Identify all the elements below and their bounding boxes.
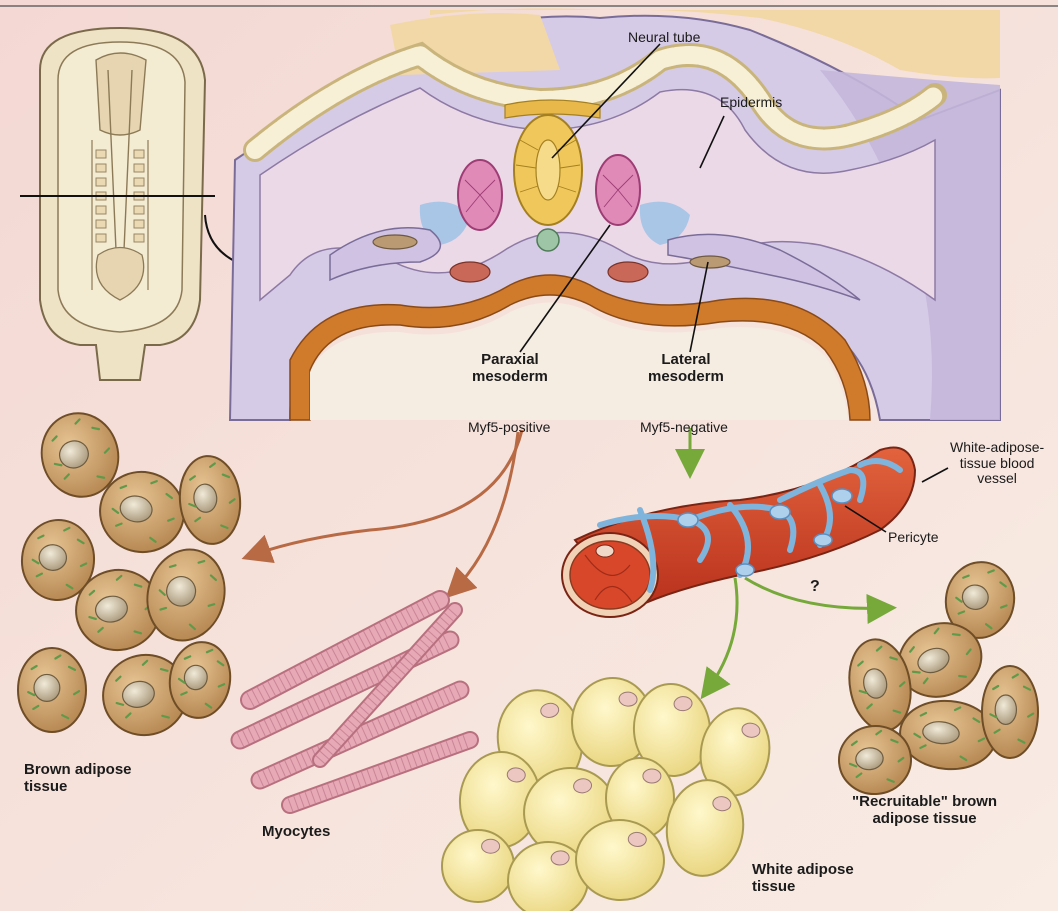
label-lateral-mesoderm: Lateral mesoderm (648, 352, 724, 386)
brown-adipocyte (18, 648, 86, 732)
label-question-mark: ? (810, 578, 820, 596)
label-myf5-negative: Myf5-negative (640, 420, 728, 436)
label-myocytes: Myocytes (262, 824, 330, 841)
label-wat-blood-vessel: White-adipose- tissue blood vessel (950, 440, 1044, 487)
label-brown-adipose-tissue: Brown adipose tissue (24, 762, 132, 796)
label-pericyte: Pericyte (888, 530, 939, 546)
label-epidermis: Epidermis (720, 95, 782, 111)
label-myf5-positive: Myf5-positive (468, 420, 550, 436)
white-adipocyte (442, 830, 514, 902)
label-white-adipose-tissue: White adipose tissue (752, 862, 854, 896)
label-neural-tube: Neural tube (628, 30, 700, 46)
label-paraxial-mesoderm: Paraxial mesoderm (472, 352, 548, 386)
label-recruitable-brown-adipose: "Recruitable" brown adipose tissue (852, 794, 997, 828)
brown-adipocyte (982, 666, 1038, 758)
